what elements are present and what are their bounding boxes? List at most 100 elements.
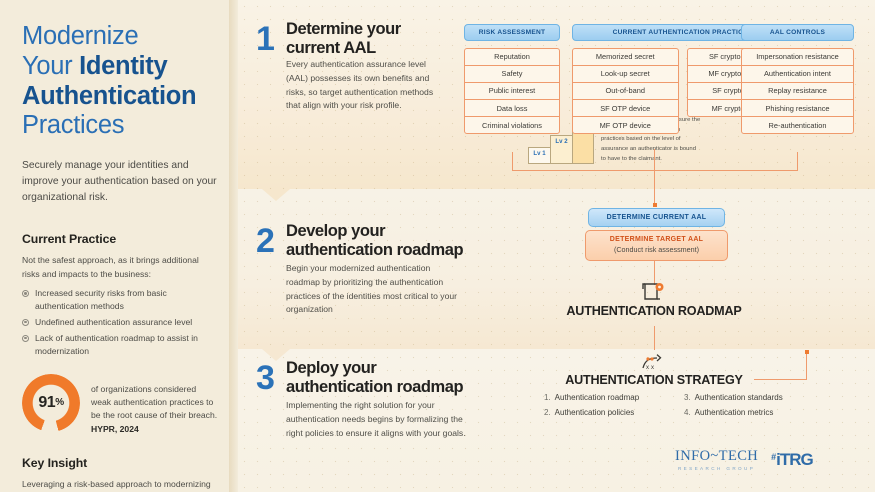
connector-results-horizontal bbox=[754, 379, 807, 380]
donut-unit: % bbox=[55, 397, 64, 409]
step-3-number: 3 bbox=[256, 359, 275, 397]
strategy-items-list: 1.Authentication roadmap 3.Authenticatio… bbox=[544, 393, 814, 417]
determine-target-aal-label: DETERMINE TARGET AAL bbox=[609, 236, 704, 243]
risk-assessment-list: Reputation Safety Public interest Data l… bbox=[464, 47, 560, 135]
list-item: MF OTP device bbox=[572, 116, 679, 135]
item-label: Authentication standards bbox=[694, 393, 783, 402]
list-item: Memorized secret bbox=[572, 47, 679, 66]
item-number: 1. bbox=[544, 393, 551, 402]
connector-left-stem bbox=[512, 152, 513, 171]
current-practice-heading: Current Practice bbox=[22, 232, 117, 247]
svg-text:x: x bbox=[646, 365, 649, 371]
step-2-number: 2 bbox=[256, 222, 275, 260]
item-label: Authentication metrics bbox=[694, 408, 774, 417]
item-label: Authentication policies bbox=[554, 408, 635, 417]
step-1-title-line-1: Determine your bbox=[286, 20, 401, 38]
determine-current-aal-box: DETERMINE CURRENT AAL bbox=[588, 208, 725, 227]
page-subtitle: Securely manage your identities and impr… bbox=[22, 160, 217, 204]
column-risk-assessment: RISK ASSESSMENT Reputation Safety Public… bbox=[464, 24, 560, 135]
step-2-title-line-1: Develop your bbox=[286, 222, 386, 240]
stat-source: HYPR, 2024 bbox=[91, 423, 139, 434]
connector-down-to-current-aal bbox=[654, 149, 655, 205]
bullet-text: Lack of authentication roadmap to assist… bbox=[35, 333, 198, 356]
bullet-dot-icon bbox=[22, 318, 29, 326]
current-practice-intro: Not the safest approach, as it brings ad… bbox=[22, 255, 199, 279]
title-line-1: Modernize bbox=[22, 22, 139, 50]
column-header-risk-assessment: RISK ASSESSMENT bbox=[464, 24, 560, 41]
roadmap-document-icon bbox=[642, 283, 664, 300]
step-1-title: Determine your current AAL bbox=[286, 20, 486, 58]
connector-endpoint bbox=[805, 350, 809, 354]
info-tech-wordmark: INFO~TECH bbox=[675, 448, 759, 464]
column-current-auth-practices: CURRENT AUTHENTICATION PRACTICES Memoriz… bbox=[572, 24, 793, 135]
stat-description: of organizations considered weak authent… bbox=[91, 374, 218, 436]
item-number: 3. bbox=[684, 393, 691, 402]
donut-number: 91 bbox=[38, 393, 56, 411]
list-item: Undefined authentication assurance level bbox=[22, 316, 218, 329]
strategy-playbook-icon: x x bbox=[642, 354, 662, 371]
donut-value: 91% bbox=[22, 374, 80, 432]
list-item: Authentication intent bbox=[741, 64, 854, 83]
step-2-title: Develop your authentication roadmap bbox=[286, 222, 526, 260]
bullet-dot-icon bbox=[22, 334, 29, 342]
step-3-title-line-2: authentication roadmap bbox=[286, 378, 464, 397]
itrg-hash: # bbox=[771, 452, 777, 462]
bullet-text: Increased security risks from basic auth… bbox=[35, 288, 167, 312]
step-2-body: Begin your modernized authentication roa… bbox=[286, 263, 457, 315]
current-auth-practices-list-left: Memorized secret Look-up secret Out-of-b… bbox=[572, 47, 679, 135]
info-tech-logo: INFO~TECH RESEARCH GROUP bbox=[675, 448, 758, 471]
determine-target-aal-box: DETERMINE TARGET AAL (Conduct risk asses… bbox=[585, 230, 728, 261]
item-number: 4. bbox=[684, 408, 691, 417]
info-tech-tagline: RESEARCH GROUP bbox=[677, 466, 756, 471]
step-1-number: 1 bbox=[256, 20, 275, 58]
step-3-title-line-1: Deploy your bbox=[286, 359, 377, 377]
item-number: 2. bbox=[544, 408, 551, 417]
page-title: Modernize Your Identity Authentication P… bbox=[22, 22, 218, 141]
list-item: Criminal violations bbox=[464, 116, 560, 135]
aal-controls-list: Impersonation resistance Authentication … bbox=[741, 47, 854, 135]
donut-ring bbox=[22, 373, 80, 432]
list-item: 3.Authentication standards bbox=[684, 393, 814, 402]
itrg-wordmark: iTRG bbox=[776, 450, 814, 469]
connector-target-to-roadmap bbox=[654, 261, 655, 285]
step-2-title-line-2: authentication roadmap bbox=[286, 241, 464, 260]
list-item: Reputation bbox=[464, 47, 560, 66]
step-3-title: Deploy your authentication roadmap bbox=[286, 359, 526, 397]
connector-bracket bbox=[512, 170, 798, 171]
left-panel: Modernize Your Identity Authentication P… bbox=[0, 0, 238, 492]
bullet-text: Undefined authentication assurance level bbox=[35, 317, 193, 328]
key-insight-heading: Key Insight bbox=[22, 456, 88, 471]
logo-row: INFO~TECH RESEARCH GROUP # iTRG bbox=[675, 448, 814, 471]
list-item: 2.Authentication policies bbox=[544, 408, 674, 417]
list-item: Replay resistance bbox=[741, 81, 854, 101]
title-line-2-bold: Identity bbox=[79, 51, 168, 80]
authentication-strategy-label: AUTHENTICATION STRATEGY bbox=[565, 373, 743, 387]
title-line-2: Your Identity bbox=[22, 52, 218, 82]
step-3-body: Implementing the right solution for your… bbox=[286, 400, 466, 438]
aal-level-2: Lv 2 bbox=[550, 135, 573, 164]
title-line-4: Practices bbox=[22, 111, 125, 140]
aal-level-1: Lv 1 bbox=[528, 147, 551, 164]
title-line-2-plain: Your bbox=[22, 51, 80, 80]
column-aal-controls: AAL CONTROLS Impersonation resistance Au… bbox=[741, 24, 854, 135]
list-item: SF OTP device bbox=[572, 99, 679, 118]
current-practice-bullets: Increased security risks from basic auth… bbox=[22, 287, 218, 357]
title-line-3: Authentication bbox=[22, 81, 197, 110]
connector-roadmap-to-strategy bbox=[654, 326, 655, 350]
bullet-dot-icon bbox=[22, 289, 29, 297]
item-label: Authentication roadmap bbox=[554, 393, 640, 402]
determine-target-aal-sublabel: (Conduct risk assessment) bbox=[613, 244, 700, 254]
list-item: Data loss bbox=[464, 99, 560, 118]
list-item: 4.Authentication metrics bbox=[684, 408, 814, 417]
section-band-3 bbox=[238, 349, 875, 492]
key-insight-text: Leveraging a risk-based approach to mode… bbox=[22, 479, 211, 490]
stat-text: of organizations considered weak authent… bbox=[91, 383, 218, 421]
list-item: Re-authentication bbox=[741, 116, 854, 135]
step-1-title-line-2: current AAL bbox=[286, 39, 376, 58]
connector-right-stem bbox=[797, 152, 798, 171]
section-notch-1 bbox=[262, 189, 290, 201]
list-item: Lack of authentication roadmap to assist… bbox=[22, 332, 218, 358]
list-item: 1.Authentication roadmap bbox=[544, 393, 674, 402]
connector-results-vertical bbox=[806, 352, 807, 379]
